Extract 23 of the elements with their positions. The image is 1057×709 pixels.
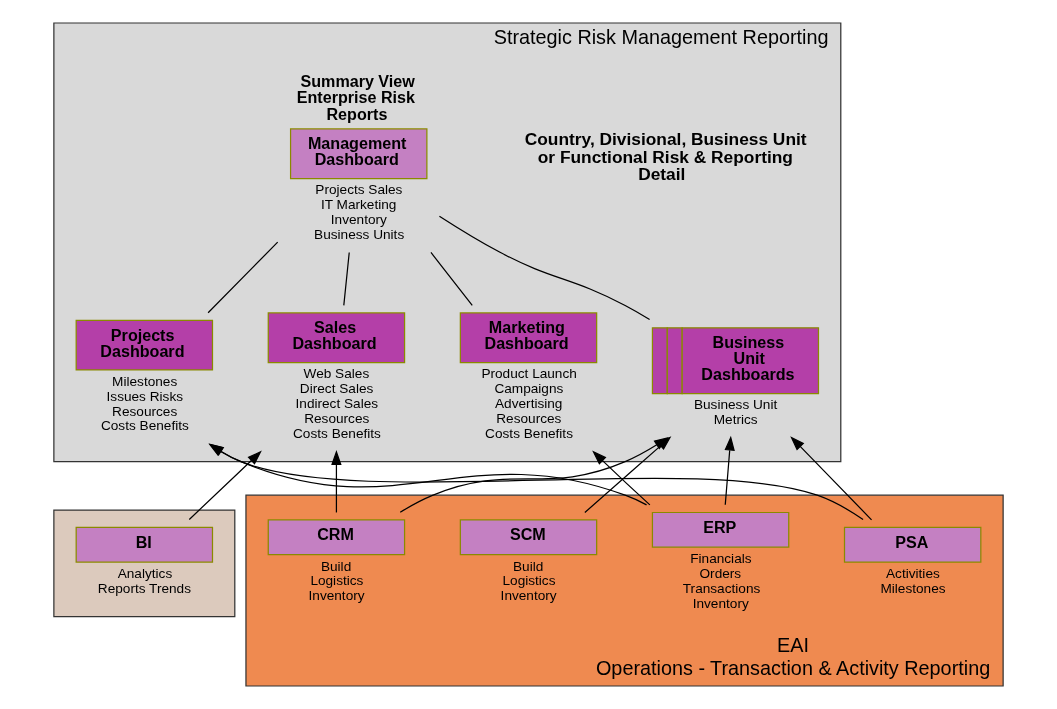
node-label: Web Sales Direct Sales Indirect Sales Resources Costs Benefits: [293, 366, 381, 441]
node-label: Build Logistics Inventory: [308, 558, 365, 604]
node-label: Product Launch Campaigns Advertising Resources Costs Benefits: [481, 366, 577, 441]
node-label: Analytics Reports Trends: [97, 565, 192, 596]
node-label: Financials Orders Transactions Inventory: [682, 551, 761, 611]
connector: [430, 251, 473, 306]
arrow: [790, 436, 873, 521]
cluster: [53, 509, 236, 618]
node-label: Milestones Issues Risks Resources Costs Benefits: [100, 373, 189, 434]
node-label: Projects Sales IT Marketing Inventory Business Units: [314, 182, 405, 242]
node-label: Build Logistics Inventory: [500, 558, 557, 604]
arrow: [724, 435, 735, 506]
arrow: [208, 443, 648, 506]
connector: [438, 215, 651, 321]
arrow: [592, 450, 651, 506]
node-label: Summary View Enterprise Risk Reports: [296, 72, 415, 123]
node-label: Activities Milestones: [880, 565, 946, 596]
node-label: Business Unit Metrics: [693, 397, 778, 428]
label: Country, Divisional, Business Unit or Functional Risk & Reporting Detail: [524, 129, 807, 185]
arrow: [331, 450, 342, 514]
arrow: [208, 443, 864, 521]
connector: [207, 241, 279, 314]
connector: [343, 251, 350, 306]
